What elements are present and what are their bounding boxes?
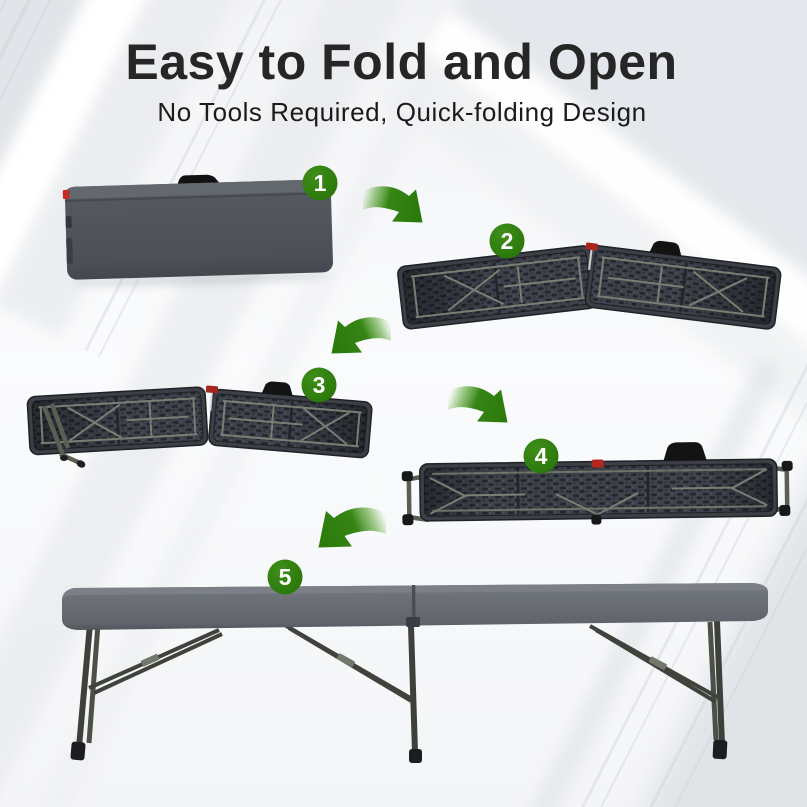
svg-text:2: 2 xyxy=(501,228,514,254)
svg-text:5: 5 xyxy=(279,564,292,590)
svg-text:3: 3 xyxy=(313,372,326,398)
svg-text:4: 4 xyxy=(535,443,548,469)
svg-text:1: 1 xyxy=(314,170,327,196)
